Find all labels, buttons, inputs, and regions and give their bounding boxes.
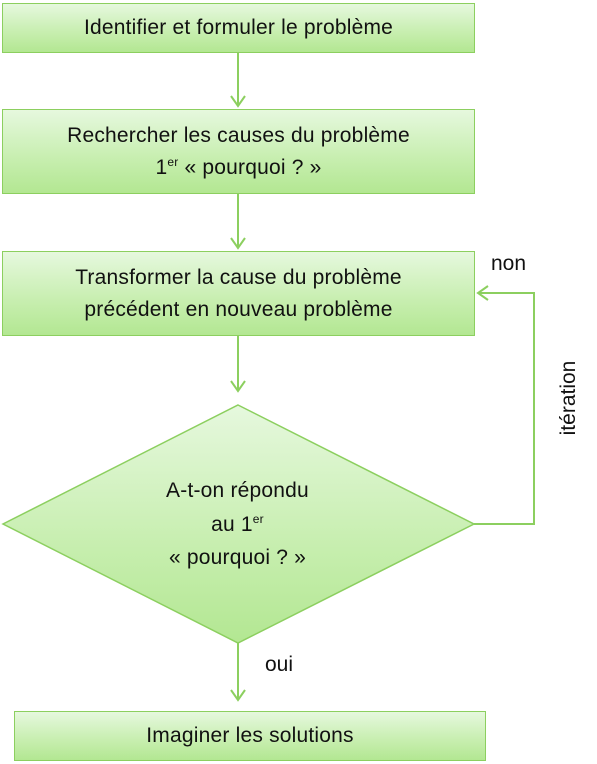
step-transform-cause: Transformer la cause du problème précéde… xyxy=(2,251,475,336)
label-no: non xyxy=(491,252,527,275)
label-iteration: itération xyxy=(557,360,580,436)
arrow-decision-to-solutions xyxy=(230,643,246,702)
arrow-step1-to-step2 xyxy=(230,53,246,108)
arrow-step2-to-step3 xyxy=(230,194,246,250)
step-search-causes-line1: Rechercher les causes du problème xyxy=(67,124,410,147)
arrow-step3-to-decision xyxy=(230,336,246,393)
decision-line2-pre: au 1 xyxy=(211,512,253,536)
step-imagine-solutions: Imaginer les solutions xyxy=(14,711,486,761)
decision-line3: « pourquoi ? » xyxy=(168,546,307,570)
step-identify-problem: Identifier et formuler le problème xyxy=(2,3,475,53)
decision-ordinal-suffix: er xyxy=(252,511,264,526)
decision-line2: au 1er xyxy=(120,508,355,542)
step-transform-cause-line2: précédent en nouveau problème xyxy=(84,297,393,321)
decision-line1: A-t-on répondu xyxy=(166,479,309,502)
step-search-causes: Rechercher les causes du problème 1er « … xyxy=(2,109,475,194)
label-yes: oui xyxy=(265,653,294,676)
step-transform-cause-line1: Transformer la cause du problème xyxy=(75,266,402,289)
step-identify-problem-text: Identifier et formuler le problème xyxy=(83,16,394,40)
why-question: « pourquoi ? » xyxy=(178,155,322,179)
decision-text: A-t-on répondu au 1er « pourquoi ? » xyxy=(120,474,355,575)
arrow-loop-back xyxy=(474,285,535,525)
step-imagine-solutions-text: Imaginer les solutions xyxy=(146,724,354,748)
ordinal-suffix: er xyxy=(167,154,179,169)
step-search-causes-line2: 1er « pourquoi ? » xyxy=(67,152,410,184)
ordinal-number: 1 xyxy=(155,155,168,179)
